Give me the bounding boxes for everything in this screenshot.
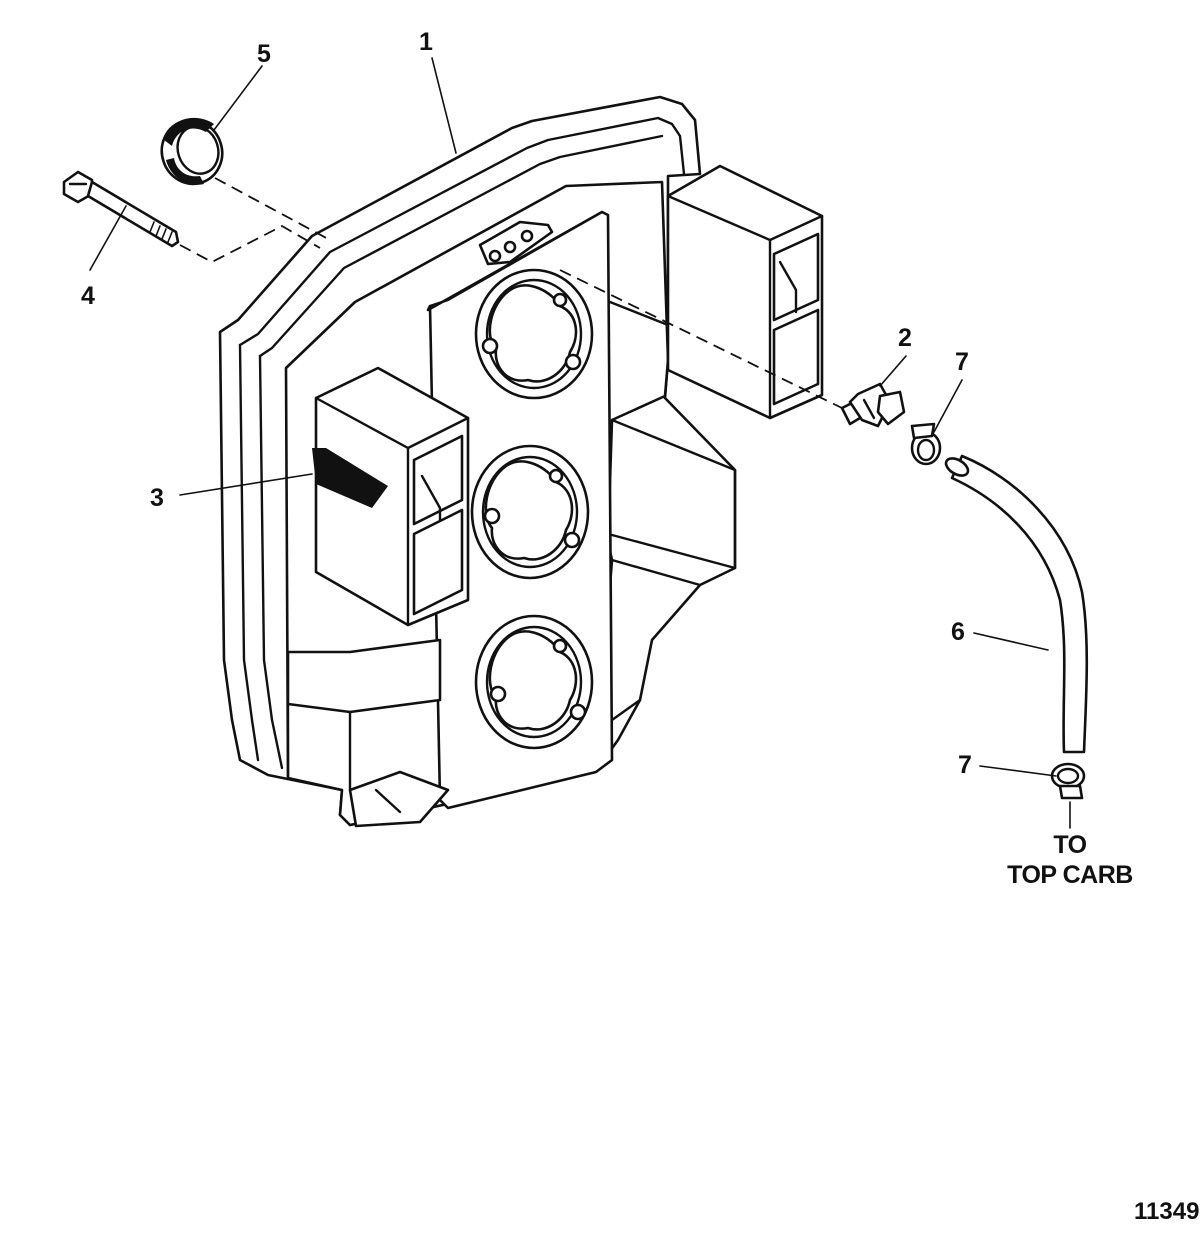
callout-2: 2 [898, 324, 912, 352]
assembly-line-grommet [214, 177, 331, 241]
cylinder-port-top [474, 268, 594, 400]
bolt-part-4 [62, 170, 180, 248]
callout-4: 4 [81, 282, 95, 310]
callout-1: 1 [419, 28, 433, 56]
clamp-part-7-top [910, 422, 942, 466]
callout-6: 6 [951, 618, 965, 646]
callout-3: 3 [150, 484, 164, 512]
port-block-right [666, 164, 824, 420]
callout-5: 5 [257, 40, 271, 68]
callout-7-lower: 7 [958, 751, 972, 779]
assembly-line-fitting [559, 269, 843, 409]
cylinder-port-bottom [474, 614, 594, 750]
hose-destination-label: TO TOP CARB [990, 830, 1150, 890]
leader-lines [89, 57, 1071, 829]
grommet-part-5 [160, 117, 224, 186]
callout-7-upper: 7 [955, 348, 969, 376]
hose-part-6 [944, 454, 1089, 754]
clamp-part-7-bottom [1050, 762, 1086, 800]
assembly-line-bolt [179, 224, 321, 264]
destination-line-1: TO [1053, 831, 1087, 859]
port-block-left [312, 366, 470, 627]
figure-number: 11349 [1134, 1198, 1200, 1225]
cylinder-port-middle [470, 444, 590, 580]
destination-line-2: TOP CARB [1007, 861, 1133, 889]
housing-part-1 [218, 95, 824, 828]
fitting-part-2 [840, 382, 906, 428]
